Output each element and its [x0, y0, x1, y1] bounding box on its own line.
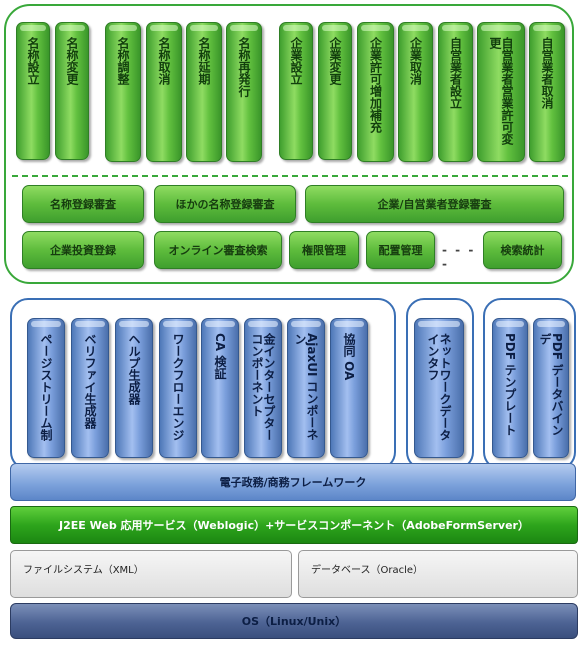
- mid-col-2: ヘルプ生成器: [115, 318, 153, 458]
- mid-col-1: ベリファイ生成器: [71, 318, 109, 458]
- mid-col-label: ワークフローエンジ: [171, 333, 185, 441]
- top-col-label: 企業取消: [408, 37, 423, 85]
- mid-col-0: ページストリーム制: [27, 318, 65, 458]
- top-col-12: 自営業者取消: [529, 22, 565, 162]
- top-col-label: 自営業者営業許可変更: [488, 37, 514, 145]
- mid-col-label: 金インターセプターコンポーネント: [250, 333, 276, 441]
- mid-col-3: ワークフローエンジ: [159, 318, 197, 458]
- bar-online-review-search: オンライン審査検索: [154, 231, 282, 269]
- mid-col-6: AjaxUI コンポーネン: [287, 318, 325, 458]
- top-col-label: 名称再発行: [237, 37, 251, 97]
- ellipsis: - - - -: [442, 243, 476, 271]
- top-col-label: 名称調整: [116, 37, 130, 85]
- top-col-2: 名称調整: [105, 22, 141, 162]
- bar-investment-registration: 企業投資登録: [22, 231, 144, 269]
- top-col-9: 企業取消: [398, 22, 433, 162]
- mid-col-label: PDF データバインデ: [538, 333, 564, 437]
- top-col-label: 企業設立: [289, 37, 303, 85]
- top-col-label: 名称取消: [157, 37, 171, 85]
- top-col-0: 名称設立: [16, 22, 50, 160]
- top-col-label: 自営業者取消: [540, 37, 554, 109]
- framework-layer: 電子政務/商務フレームワーク: [10, 463, 576, 501]
- top-col-label: 企業変更: [328, 37, 342, 85]
- bar-enterprise-review: 企業/自営業者登録審査: [305, 185, 564, 223]
- mid-col-label: ネットワークデータインタフ: [426, 333, 452, 441]
- top-col-4: 名称延期: [186, 22, 222, 162]
- mid-col-label: ページストリーム制: [39, 333, 53, 441]
- top-col-1: 名称変更: [55, 22, 89, 160]
- top-col-7: 企業変更: [318, 22, 352, 160]
- mid-col-network-interface: ネットワークデータインタフ: [414, 318, 464, 458]
- mid-col-4: CA 検証: [201, 318, 239, 458]
- j2ee-layer: J2EE Web 応用サービス（Weblogic）+サービスコンポーネント（Ad…: [10, 506, 578, 544]
- mid-col-label: PDF テンプレート: [503, 333, 517, 437]
- mid-col-label: CA 検証: [213, 333, 227, 380]
- bar-permission-management: 権限管理: [289, 231, 359, 269]
- filesystem-layer: ファイルシステム（XML）: [10, 550, 292, 598]
- top-col-5: 名称再発行: [226, 22, 262, 162]
- mid-col-5: 金インターセプターコンポーネント: [244, 318, 282, 458]
- top-col-label: 企業許可増加補充: [368, 37, 383, 133]
- bar-other-name-review: ほかの名称登録審査: [154, 185, 296, 223]
- business-layer-frame: [4, 4, 574, 284]
- mid-col-pdf-binding: PDF データバインデ: [533, 318, 569, 458]
- mid-col-label: ベリファイ生成器: [83, 333, 97, 429]
- os-layer: OS（Linux/Unix）: [10, 603, 578, 639]
- mid-col-pdf-template: PDF テンプレート: [492, 318, 528, 458]
- mid-col-7: 協同 OA: [330, 318, 368, 458]
- bar-config-management: 配置管理: [366, 231, 435, 269]
- top-col-label: 名称設立: [26, 37, 40, 85]
- top-col-label: 名称変更: [65, 37, 79, 85]
- top-col-6: 企業設立: [279, 22, 313, 160]
- top-col-10: 自営業者設立: [438, 22, 473, 162]
- business-divider: [12, 175, 568, 177]
- mid-col-label: AjaxUI コンポーネン: [293, 333, 319, 441]
- top-col-8: 企業許可増加補充: [357, 22, 394, 162]
- mid-col-label: 協同 OA: [342, 333, 356, 381]
- top-col-3: 名称取消: [146, 22, 182, 162]
- top-col-label: 自営業者設立: [448, 37, 463, 109]
- database-layer: データベース（Oracle）: [298, 550, 578, 598]
- bar-name-registration-review: 名称登録審査: [22, 185, 144, 223]
- bar-search-statistics: 検索統計: [483, 231, 562, 269]
- top-col-label: 名称延期: [197, 37, 211, 85]
- mid-col-label: ヘルプ生成器: [127, 333, 141, 405]
- top-col-11: 自営業者営業許可変更: [477, 22, 525, 162]
